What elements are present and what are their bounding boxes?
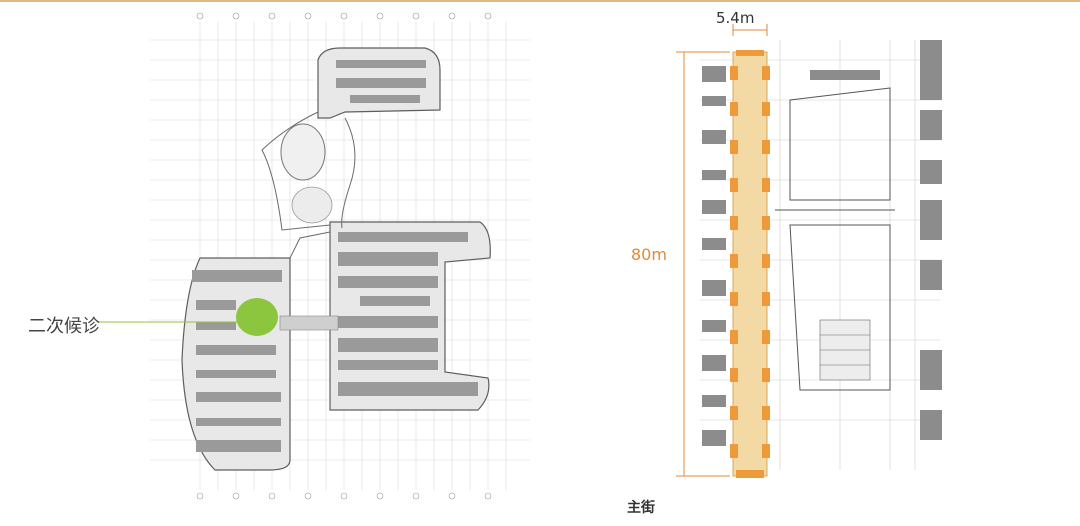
detail-room-blocks — [702, 40, 942, 446]
atrium-void-upper — [280, 123, 326, 181]
main-street-caption: 主街 — [627, 500, 655, 516]
dimension-lines — [676, 24, 768, 477]
secondary-waiting-label: 二次候诊 — [28, 316, 100, 337]
grid-axis-bubbles — [196, 12, 492, 500]
secondary-waiting-marker — [236, 298, 278, 336]
detail-walls — [775, 87, 895, 391]
detail-plan-right — [676, 24, 942, 478]
main-street-strip — [732, 51, 768, 477]
top-accent-rule — [0, 0, 1080, 2]
street-width-dimension: 5.4m — [716, 9, 755, 27]
atrium-void-lower — [291, 186, 333, 224]
street-column-markers — [730, 50, 770, 478]
street-length-dimension: 80m — [631, 245, 667, 264]
building-outline — [181, 47, 491, 471]
floor-plan-left — [150, 12, 530, 500]
stair-block — [819, 319, 871, 381]
courtyard-link — [261, 111, 356, 259]
corridor-spine — [279, 315, 339, 331]
room-blocks — [192, 60, 478, 452]
